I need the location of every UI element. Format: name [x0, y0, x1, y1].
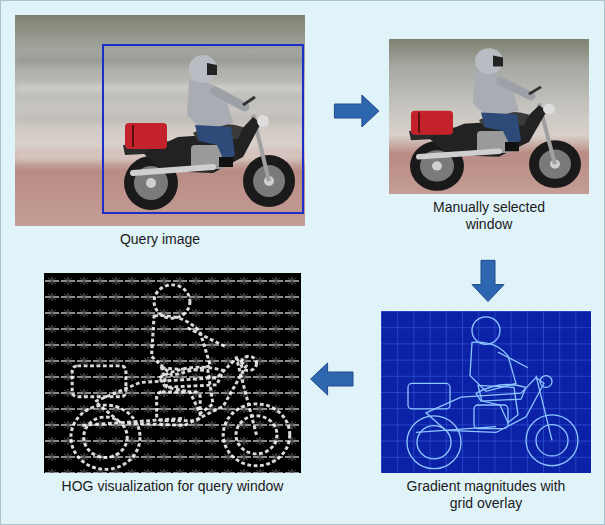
caption-text: HOG visualization for query window: [58, 273, 288, 495]
hog-image: [44, 273, 301, 473]
query-photo: [15, 15, 305, 226]
image-panel: Gradient magnitudes with grid overlay: [381, 311, 591, 512]
block-arrow: [311, 363, 353, 395]
image-panel: Query image: [15, 15, 305, 248]
gradient-image: [381, 311, 591, 473]
caption-text: Manually selected window: [419, 39, 559, 233]
window-photo: [389, 39, 589, 194]
block-arrow: [334, 95, 379, 127]
image-panel: Manually selected window: [389, 39, 589, 233]
block-arrow: [472, 260, 504, 301]
image-panel: HOG visualization for query window: [44, 273, 301, 495]
caption-text: Query image: [60, 15, 260, 248]
caption-text: Gradient magnitudes with grid overlay: [399, 311, 574, 512]
